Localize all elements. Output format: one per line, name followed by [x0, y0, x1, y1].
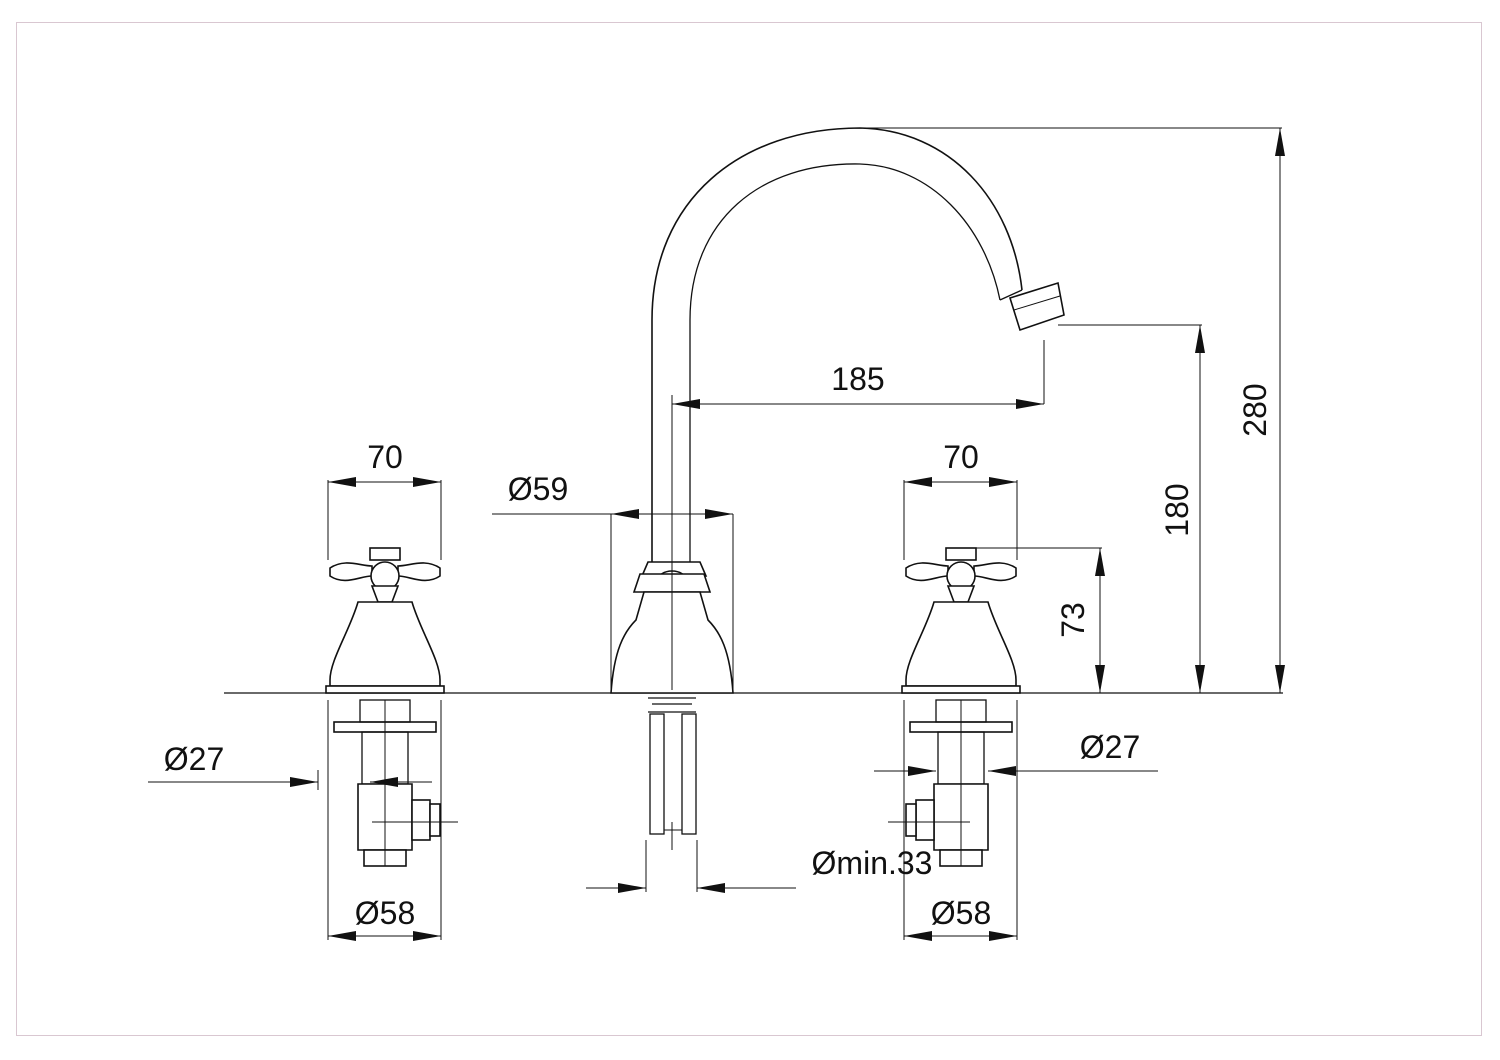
- dim-handle-width-right: 70: [943, 439, 979, 475]
- spout-inner-curve: [689, 163, 1001, 562]
- dimension-lines: [148, 127, 1285, 941]
- spout-outer-curve: [651, 127, 1023, 562]
- left-handle-arm-left: [329, 562, 373, 582]
- left-handle-valve: [325, 547, 458, 867]
- spout-shank-right: [681, 713, 697, 835]
- spout-collar: [640, 561, 708, 577]
- spout-shank-left: [649, 713, 665, 835]
- drawing-frame: [16, 22, 1482, 1036]
- dim-tail-diameter-right: Ø27: [1080, 729, 1140, 765]
- aerator: [1008, 281, 1065, 332]
- right-handle-arm-left: [905, 562, 949, 582]
- right-handle-cap: [945, 547, 977, 561]
- dim-handle-width-left: 70: [367, 439, 403, 475]
- right-bell-body: [905, 601, 1017, 687]
- dim-flange-diameter-left: Ø58: [355, 895, 415, 931]
- left-bell-body: [329, 601, 441, 687]
- left-handle-cap: [369, 547, 401, 561]
- spout: [610, 127, 1065, 850]
- dim-overall-height: 280: [1237, 383, 1273, 436]
- right-handle-valve: [888, 547, 1021, 867]
- left-handle-arm-right: [397, 562, 441, 582]
- spout-shank-nut: [648, 697, 696, 713]
- dim-spout-outlet-height: 180: [1159, 483, 1195, 536]
- dim-handle-height: 73: [1055, 602, 1091, 638]
- right-handle-arm-right: [973, 562, 1017, 582]
- dim-spout-reach: 185: [831, 361, 884, 397]
- dim-flange-diameter-right: Ø58: [931, 895, 991, 931]
- dim-spout-base-diameter: Ø59: [508, 471, 568, 507]
- dim-min-hole-diameter: Ømin.33: [812, 845, 933, 881]
- dim-tail-diameter-left: Ø27: [164, 741, 224, 777]
